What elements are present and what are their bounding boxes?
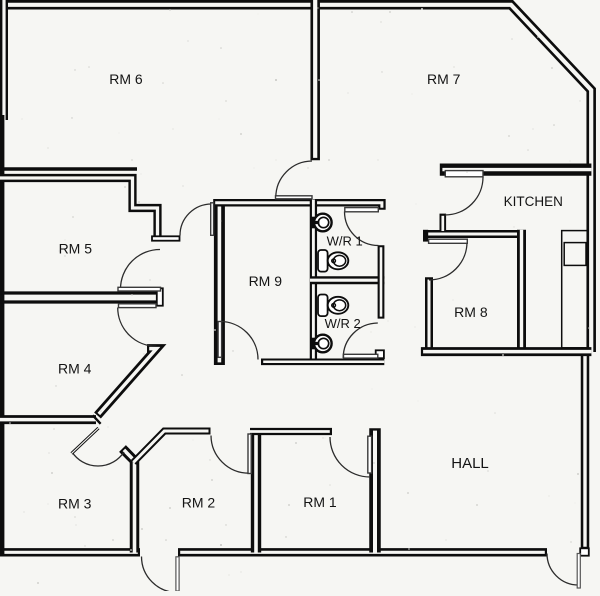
svg-text:RM 9: RM 9: [249, 273, 283, 289]
svg-text:RM 5: RM 5: [59, 240, 93, 256]
svg-text:RM 3: RM 3: [58, 495, 92, 511]
svg-text:KITCHEN: KITCHEN: [504, 194, 563, 209]
svg-text:RM 2: RM 2: [182, 494, 216, 510]
svg-text:RM 8: RM 8: [454, 304, 488, 320]
svg-text:RM 6: RM 6: [109, 71, 143, 87]
svg-text:W/R 2: W/R 2: [325, 316, 361, 331]
svg-text:RM 7: RM 7: [427, 71, 461, 87]
svg-text:W/R 1: W/R 1: [327, 233, 363, 248]
svg-text:HALL: HALL: [451, 455, 489, 472]
svg-text:RM 1: RM 1: [303, 494, 337, 510]
svg-text:RM 4: RM 4: [58, 360, 92, 376]
